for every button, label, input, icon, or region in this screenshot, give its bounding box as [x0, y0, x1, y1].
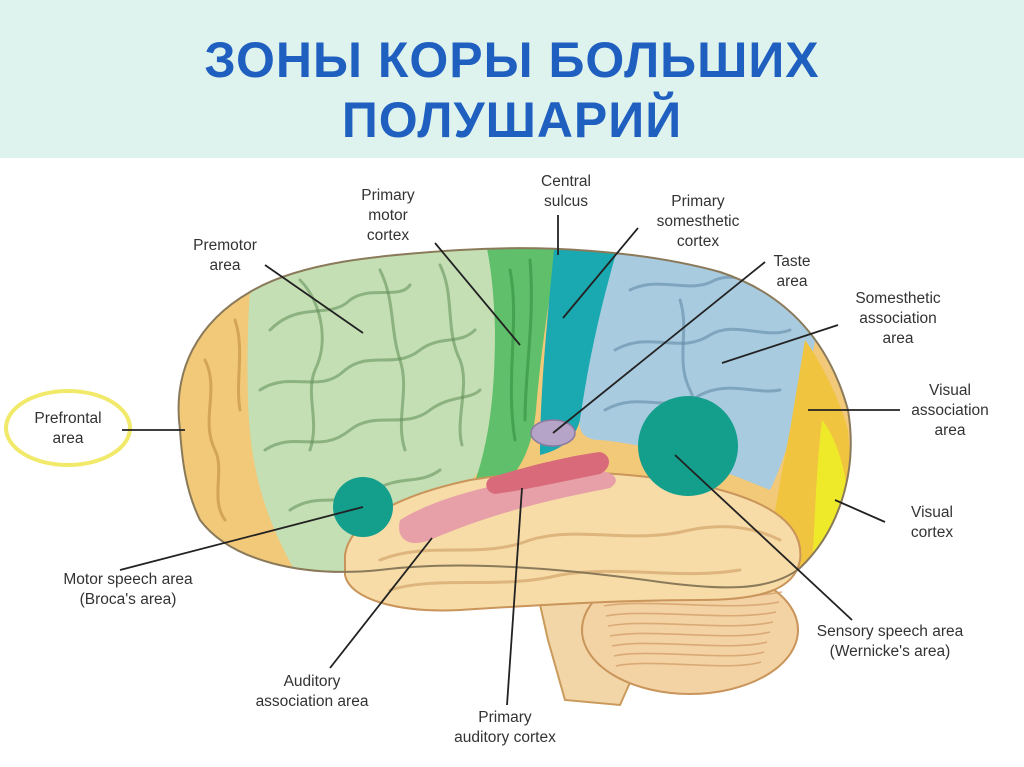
label-visual-cortex: Visual cortex	[911, 504, 953, 541]
label-primary-motor-line-2: motor	[368, 207, 408, 224]
label-premotor-line-2: area	[209, 257, 240, 274]
label-primary-auditory-line-1: Primary	[478, 709, 532, 726]
title-line-2: ПОЛУШАРИЙ	[0, 90, 1024, 150]
label-central-sulcus: Central sulcus	[541, 173, 591, 210]
label-broca: Motor speech area (Broca's area)	[63, 571, 193, 608]
label-visual-association-line-3: area	[934, 422, 965, 439]
label-somesthetic-association-line-3: area	[882, 330, 913, 347]
label-central-sulcus-line-2: sulcus	[544, 193, 588, 210]
label-visual-association-line-2: association	[911, 402, 989, 419]
label-wernicke-line-2: (Wernicke's area)	[830, 643, 951, 660]
label-primary-motor: Primary motor cortex	[361, 187, 415, 244]
brain-diagram: Primary motor cortex Central sulcus Primary…	[0, 158, 1024, 767]
label-prefrontal: Prefrontal area	[34, 410, 101, 447]
label-primary-somesthetic-line-3: cortex	[677, 233, 719, 250]
label-somesthetic-association-line-2: association	[859, 310, 937, 327]
label-premotor: Premotor area	[193, 237, 257, 274]
label-somesthetic-association-line-1: Somesthetic	[855, 290, 941, 307]
label-auditory-association-line-2: association area	[256, 693, 369, 710]
label-taste-line-2: area	[776, 273, 807, 290]
label-broca-line-2: (Broca's area)	[80, 591, 177, 608]
label-visual-association: Visual association area	[911, 382, 989, 439]
label-primary-auditory: Primary auditory cortex	[454, 709, 556, 746]
prefrontal-highlight	[6, 391, 130, 465]
label-wernicke: Sensory speech area (Wernicke's area)	[817, 623, 964, 660]
label-primary-auditory-line-2: auditory cortex	[454, 729, 556, 746]
label-visual-association-line-1: Visual	[929, 382, 971, 399]
wernicke-zone	[638, 396, 738, 496]
page-title: ЗОНЫ КОРЫ БОЛЬШИХ ПОЛУШАРИЙ	[0, 30, 1024, 150]
label-primary-motor-line-3: cortex	[367, 227, 409, 244]
label-taste: Taste area	[773, 253, 810, 290]
label-somesthetic-association: Somesthetic association area	[855, 290, 941, 347]
label-visual-cortex-line-2: cortex	[911, 524, 953, 541]
label-auditory-association-line-1: Auditory	[284, 673, 341, 690]
label-primary-somesthetic-line-2: somesthetic	[657, 213, 740, 230]
label-primary-somesthetic: Primary somesthetic cortex	[657, 193, 740, 250]
label-premotor-line-1: Premotor	[193, 237, 257, 254]
label-primary-somesthetic-line-1: Primary	[671, 193, 725, 210]
label-primary-motor-line-1: Primary	[361, 187, 415, 204]
label-taste-line-1: Taste	[773, 253, 810, 270]
label-visual-cortex-line-1: Visual	[911, 504, 953, 521]
label-broca-line-1: Motor speech area	[63, 571, 193, 588]
label-prefrontal-line-2: area	[52, 430, 83, 447]
label-prefrontal-line-1: Prefrontal	[34, 410, 101, 427]
label-auditory-association: Auditory association area	[256, 673, 369, 710]
label-wernicke-line-1: Sensory speech area	[817, 623, 964, 640]
title-line-1: ЗОНЫ КОРЫ БОЛЬШИХ	[0, 30, 1024, 90]
label-central-sulcus-line-1: Central	[541, 173, 591, 190]
leader-visual-cortex	[835, 500, 885, 522]
